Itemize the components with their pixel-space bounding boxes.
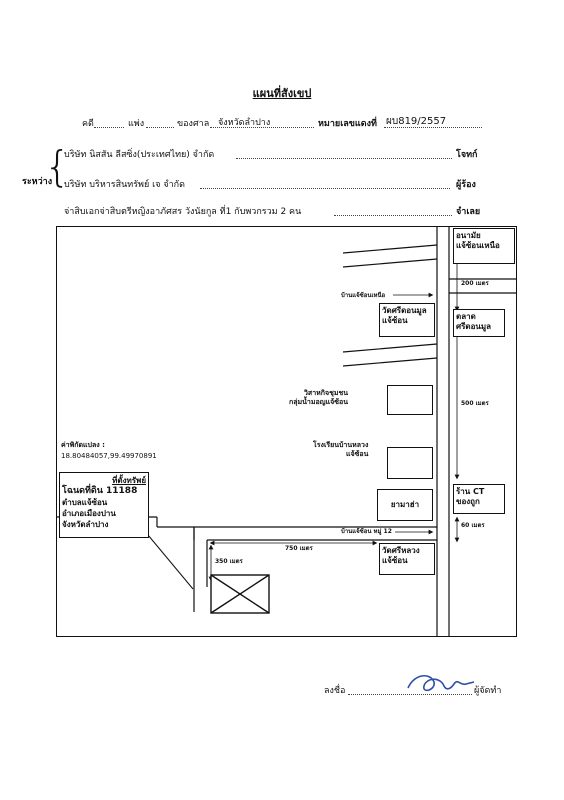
dotted-line: [200, 178, 450, 189]
property-line: ที่ตั้งทรัพย์: [112, 476, 146, 485]
dotted-line: [348, 684, 472, 695]
dotted-line: [334, 205, 452, 216]
road-north-village: บ้านแจ้ซ้อนเหนือ: [341, 292, 386, 299]
distance-350: 350 เมตร: [215, 558, 243, 565]
page-title: แผนที่สังเขป: [252, 87, 312, 100]
place-line: แจ้ซ้อนเหนือ: [456, 241, 500, 250]
sign-role: ผู้จัดทำ: [474, 686, 502, 696]
place-line: วัดศรีดอนมูล: [382, 306, 427, 315]
defendant-role: จำเลย: [456, 207, 481, 217]
property-line: ตำบลแจ้ซ้อน: [62, 498, 108, 507]
redno-label: หมายเลขแดงที่: [318, 119, 377, 129]
place-line: แจ้ซ้อน: [346, 450, 369, 458]
dotted-line: [210, 117, 314, 128]
place-temple-luang: วัดศรีหลวง แจ้ซ้อน: [379, 543, 435, 575]
property-box: ที่ตั้งทรัพย์ โฉนดที่ดิน 11188 ตำบลแจ้ซ้…: [59, 472, 149, 538]
petitioner-name: บริษัท บริหารสินทรัพย์ เจ จำกัด: [64, 180, 185, 190]
plaintiff-name: บริษัท นิสสัน ลีสซิ่ง(ประเทศไทย) จำกัด: [64, 150, 215, 160]
place-line: กลุ่มน้ำมอญแจ้ซ้อน: [289, 398, 348, 406]
map-frame: อนามัย แจ้ซ้อนเหนือ ตลาด ศรีดอนมูล ร้าน …: [56, 226, 517, 637]
sign-label: ลงชื่อ: [324, 686, 346, 696]
court-label: ของศาล: [177, 119, 210, 129]
place-shop: ร้าน CT ของถูก: [453, 484, 505, 514]
property-line: จังหวัดลำปาง: [62, 520, 109, 529]
between-label: ระหว่าง: [22, 177, 53, 187]
redno-value: ผบ819/2557: [386, 116, 447, 127]
place-monument: อนามัย แจ้ซ้อนเหนือ: [453, 228, 515, 264]
place-line: ร้าน CT: [456, 487, 485, 496]
property-line: โฉนดที่ดิน 11188: [62, 486, 138, 496]
distance-750: 750 เมตร: [285, 545, 313, 552]
coord-value: 18.80484057,99.49970891: [61, 452, 157, 460]
distance-200: 200 เมตร: [461, 280, 489, 287]
place-line: ตลาด: [456, 312, 476, 321]
dotted-line: [94, 117, 124, 128]
petitioner-role: ผู้ร้อง: [456, 180, 476, 190]
place-line: ยามาฮ่า: [390, 500, 420, 509]
place-school: โรงเรียนบ้านหลวง แจ้ซ้อน: [313, 441, 368, 459]
place-line: โรงเรียนบ้านหลวง: [313, 441, 369, 449]
road-village-12: บ้านแจ้ซ้อน หมู่ 12: [341, 528, 392, 535]
building-school: [387, 447, 433, 479]
dotted-line: [146, 117, 174, 128]
building-college: [387, 385, 433, 415]
signature-icon: [407, 675, 475, 692]
distance-500: 500 เมตร: [461, 400, 489, 407]
brace-icon: {: [44, 142, 71, 191]
distance-60: 60 เมตร: [461, 522, 485, 529]
case-label: คดี: [82, 119, 94, 129]
property-line: อำเภอเมืองปาน: [62, 509, 116, 518]
place-line: อนามัย: [456, 231, 481, 240]
place-pharmacy: ยามาฮ่า: [377, 489, 433, 521]
coord-label: ค่าพิกัดแปลง :: [61, 441, 105, 449]
dotted-line: [236, 148, 452, 159]
place-temple-donmun: วัดศรีดอนมูล แจ้ซ้อน: [379, 303, 435, 337]
plaintiff-role: โจทก์: [456, 150, 478, 160]
place-line: ของถูก: [456, 497, 480, 506]
place-line: ศรีดอนมูล: [456, 322, 492, 331]
place-line: แจ้ซ้อน: [382, 316, 408, 325]
civil-label: แพ่ง: [128, 119, 145, 129]
place-line: แจ้ซ้อน: [382, 556, 408, 565]
court-value: จังหวัดลำปาง: [218, 118, 271, 128]
place-college: วิสาหกิจชุมชน กลุ่มน้ำมอญแจ้ซ้อน: [289, 389, 348, 407]
place-line: วัดศรีหลวง: [382, 546, 420, 555]
place-line: วิสาหกิจชุมชน: [304, 389, 348, 397]
defendant-name: จ่าสิบเอกจ่าสิบตรีหญิงอาภัศสร วังนัยกูล …: [64, 207, 302, 217]
place-market: ตลาด ศรีดอนมูล: [453, 309, 505, 337]
road-lines: [57, 227, 516, 636]
dotted-line: [384, 117, 482, 128]
